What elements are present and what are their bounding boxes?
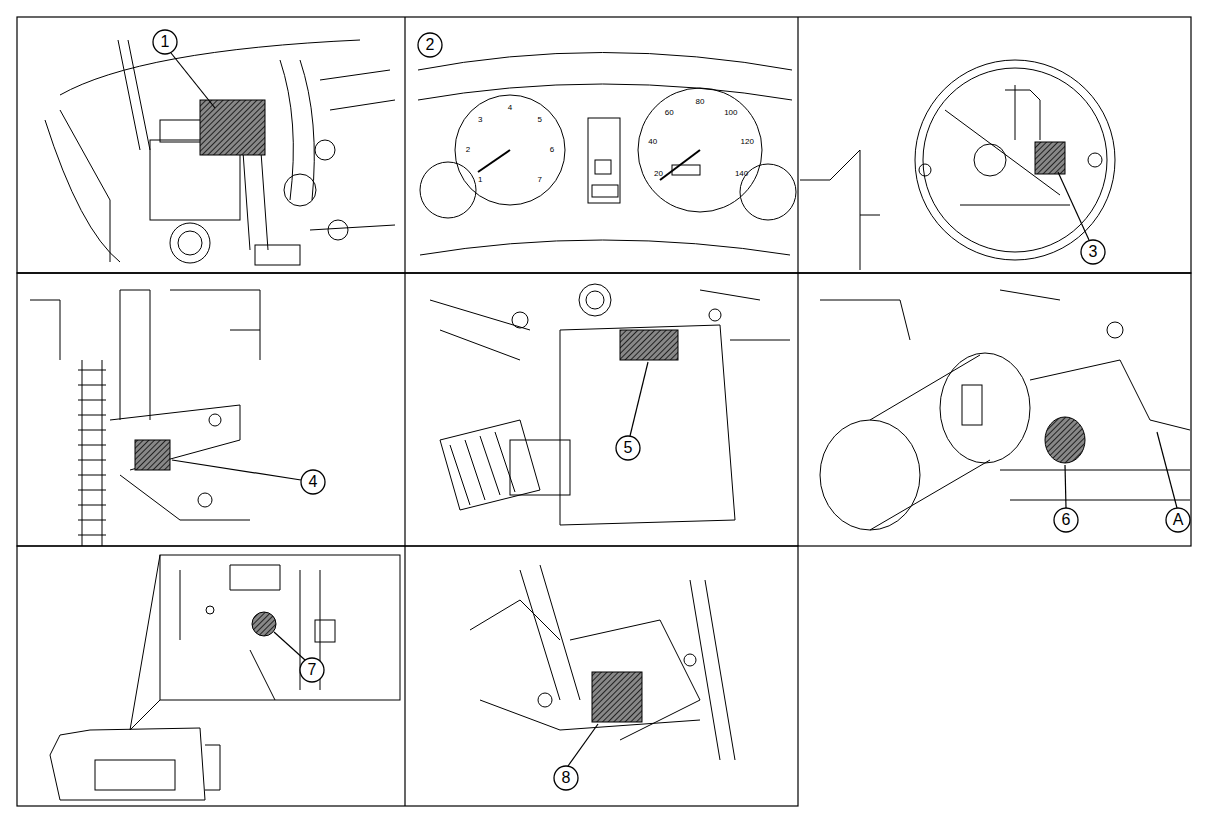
gauge-number: 80: [696, 98, 705, 106]
gauge-number: 2: [466, 146, 470, 154]
gauge-number: 7: [537, 176, 541, 184]
callout-circles: [153, 30, 1190, 790]
relay-box: [200, 100, 265, 155]
headlamp-sketch: [800, 60, 1115, 270]
leader-lines: [171, 53, 1177, 766]
callout-number: 7: [308, 662, 317, 678]
control-unit: [135, 440, 170, 470]
callout-number: 1: [161, 34, 170, 50]
callout-circle: [554, 766, 578, 790]
switch: [252, 612, 276, 636]
gauge-number: 1: [478, 176, 482, 184]
callout-circle: [418, 33, 442, 57]
air-cleaner-sketch: [430, 284, 790, 525]
transmission-sketch: [50, 555, 400, 800]
gauge-number: 4: [508, 104, 512, 112]
gauge-number: 120: [741, 138, 754, 146]
callout-number: 2: [426, 37, 435, 53]
callout-circle: [1166, 508, 1190, 532]
engine-bay-sketch: [45, 40, 395, 265]
instrument-cluster: [418, 53, 796, 256]
callout-number: 8: [562, 770, 571, 786]
callout-number: 6: [1062, 512, 1071, 528]
gauge-number: 3: [478, 116, 482, 124]
callout-number: 5: [624, 440, 633, 456]
callout-circle: [616, 436, 640, 460]
gauge-number: 40: [648, 138, 657, 146]
callout-circle: [301, 470, 325, 494]
callout-circle: [300, 658, 324, 682]
callout-number: A: [1173, 512, 1184, 528]
bracket-sketch: [30, 290, 260, 546]
sensor: [1045, 417, 1085, 463]
gauge-number: 100: [724, 109, 737, 117]
module: [620, 330, 678, 360]
frame-sketch: [470, 565, 735, 760]
sensor: [1035, 142, 1065, 174]
gauge-number: 20: [654, 170, 663, 178]
gauge-number: 6: [550, 146, 554, 154]
callout-circle: [1081, 240, 1105, 264]
gauge-number: 140: [735, 170, 748, 178]
callout-number: 4: [309, 474, 318, 490]
gauge-number: 5: [537, 116, 541, 124]
callout-number: 3: [1089, 244, 1098, 260]
control-unit: [592, 672, 642, 722]
oil-filter-sketch: [820, 290, 1190, 530]
callout-circle: [1054, 508, 1078, 532]
panel-grid: [17, 17, 1191, 806]
callout-circle: [153, 30, 177, 54]
gauge-number: 60: [665, 109, 674, 117]
